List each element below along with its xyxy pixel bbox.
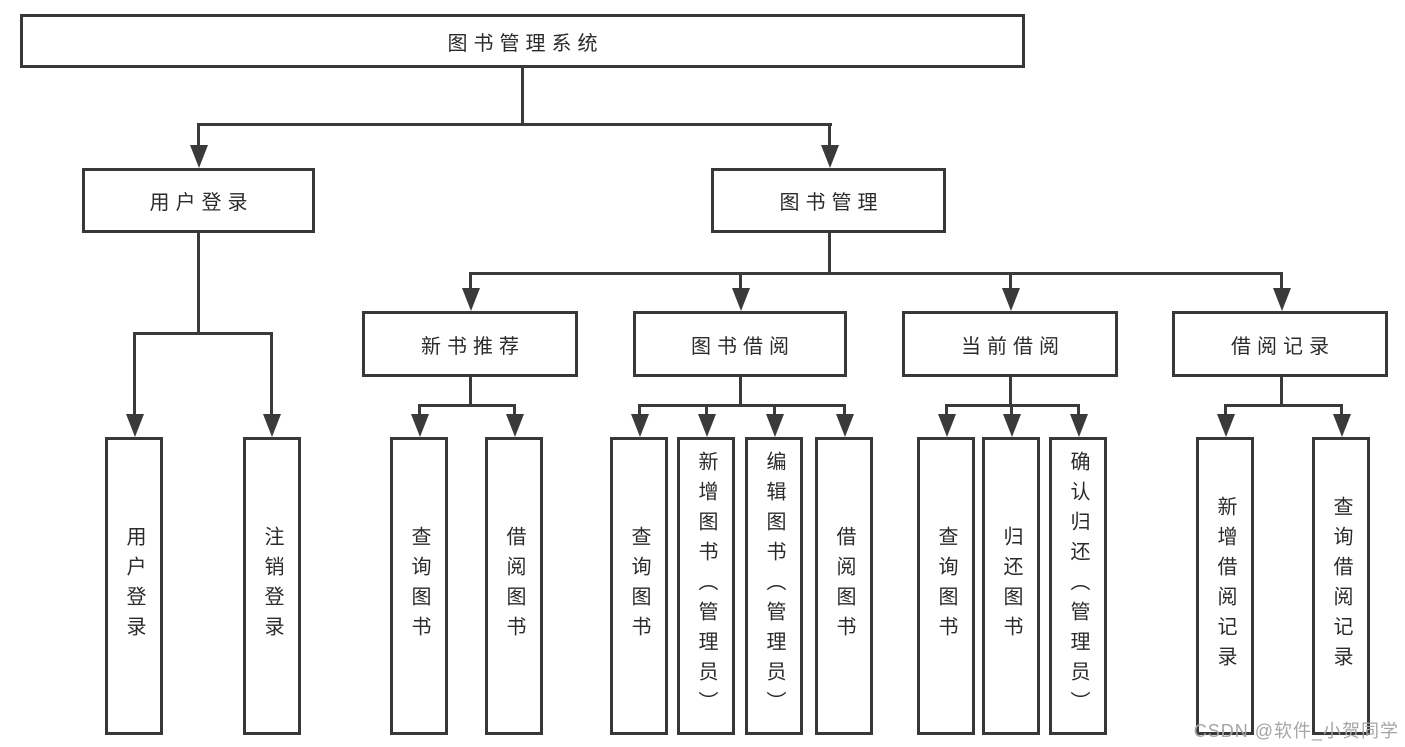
- connector-book-borrow-branch: [638, 404, 846, 407]
- connector-current-borrow-stem: [1009, 377, 1012, 407]
- arrow-to-leaf-add-book: [705, 404, 708, 414]
- connector-new-book-stem: [469, 377, 472, 407]
- leaf-borrow-book-recommend: 借阅图书: [485, 437, 543, 735]
- arrow-to-borrow-records: [1280, 272, 1283, 288]
- leaf-add-book-admin: 新增图书（管理员）: [677, 437, 735, 735]
- connector-new-book-branch: [418, 404, 516, 407]
- node-book-management: 图书管理: [711, 168, 946, 233]
- connector-root-branch: [197, 123, 832, 126]
- leaf-query-borrow-record: 查询借阅记录: [1312, 437, 1370, 735]
- node-label: 借阅记录: [1231, 335, 1335, 358]
- connector-user-login-branch: [133, 332, 273, 335]
- node-label: 用户登录: [149, 192, 254, 214]
- arrow-to-leaf-confirm-return: [1077, 404, 1080, 414]
- leaf-logout: 注销登录: [243, 437, 301, 735]
- node-label: 图书管理: [779, 192, 884, 214]
- leaf-label: 查询图书: [408, 526, 430, 646]
- arrow-to-book-management: [828, 123, 831, 145]
- leaf-borrow-book: 借阅图书: [815, 437, 873, 735]
- arrow-to-leaf-user-login: [133, 332, 136, 414]
- leaf-label: 借阅图书: [503, 526, 525, 646]
- arrow-to-leaf-logout: [270, 332, 273, 414]
- arrow-to-leaf-query-book-1: [418, 404, 421, 414]
- leaf-query-book-borrow: 查询图书: [610, 437, 668, 735]
- arrow-to-leaf-query-book-3: [945, 404, 948, 414]
- arrow-to-leaf-borrow-book-2: [843, 404, 846, 414]
- leaf-label: 用户登录: [123, 526, 145, 646]
- node-label: 图书管理系统: [447, 32, 604, 55]
- connector-root-stem: [521, 68, 524, 126]
- connector-borrow-records-branch: [1224, 404, 1343, 407]
- csdn-watermark: CSDN @软件_小贺同学: [1193, 721, 1399, 741]
- leaf-label: 归还图书: [1000, 526, 1022, 646]
- leaf-query-book-current: 查询图书: [917, 437, 975, 735]
- node-label: 当前借阅: [961, 335, 1065, 358]
- arrow-to-leaf-return-book: [1010, 404, 1013, 414]
- node-current-borrow: 当前借阅: [902, 311, 1118, 377]
- leaf-return-book: 归还图书: [982, 437, 1040, 735]
- leaf-label: 查询图书: [628, 526, 650, 646]
- connector-user-login-stem: [197, 233, 200, 335]
- connector-book-borrow-stem: [739, 377, 742, 407]
- arrow-to-leaf-add-record: [1224, 404, 1227, 414]
- leaf-label: 查询借阅记录: [1330, 496, 1352, 676]
- leaf-query-book-recommend: 查询图书: [390, 437, 448, 735]
- node-borrow-records: 借阅记录: [1172, 311, 1388, 377]
- leaf-add-borrow-record: 新增借阅记录: [1196, 437, 1254, 735]
- leaf-label: 查询图书: [935, 526, 957, 646]
- connector-borrow-records-stem: [1280, 377, 1283, 407]
- connector-book-management-branch: [469, 272, 1283, 275]
- node-book-borrow: 图书借阅: [633, 311, 847, 377]
- leaf-confirm-return-admin: 确认归还（管理员）: [1049, 437, 1107, 735]
- leaf-label: 注销登录: [261, 526, 283, 646]
- leaf-label: 新增借阅记录: [1214, 496, 1236, 676]
- leaf-label: 新增图书（管理员）: [695, 451, 717, 721]
- leaf-user-login: 用户登录: [105, 437, 163, 735]
- arrow-to-leaf-edit-book: [773, 404, 776, 414]
- arrow-to-new-book-recommend: [469, 272, 472, 288]
- connector-book-management-stem: [828, 233, 831, 275]
- node-library-management-system: 图书管理系统: [20, 14, 1025, 68]
- arrow-to-current-borrow: [1009, 272, 1012, 288]
- arrow-to-leaf-query-record: [1340, 404, 1343, 414]
- node-user-login: 用户登录: [82, 168, 315, 233]
- node-new-book-recommend: 新书推荐: [362, 311, 578, 377]
- leaf-label: 确认归还（管理员）: [1067, 451, 1089, 721]
- arrow-to-book-borrow: [739, 272, 742, 288]
- arrow-to-leaf-borrow-book-1: [513, 404, 516, 414]
- leaf-label: 借阅图书: [833, 526, 855, 646]
- leaf-label: 编辑图书（管理员）: [763, 451, 785, 721]
- node-label: 图书借阅: [691, 335, 795, 358]
- leaf-edit-book-admin: 编辑图书（管理员）: [745, 437, 803, 735]
- node-label: 新书推荐: [421, 335, 525, 358]
- arrow-to-leaf-query-book-2: [638, 404, 641, 414]
- arrow-to-user-login: [197, 123, 200, 145]
